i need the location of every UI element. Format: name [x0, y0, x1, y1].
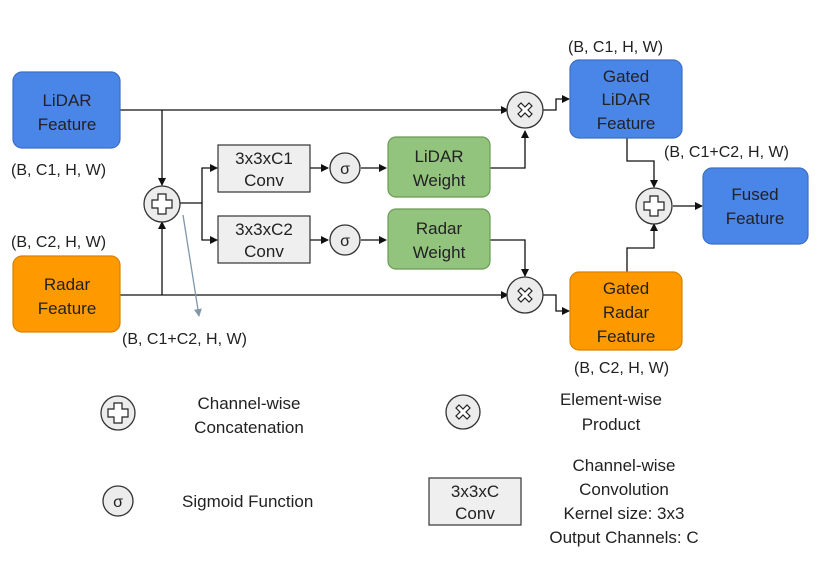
legend-product-label-1: Element-wise: [560, 390, 662, 409]
svg-text:Conv: Conv: [244, 171, 284, 190]
svg-text:Weight: Weight: [413, 171, 466, 190]
svg-text:Feature: Feature: [597, 327, 656, 346]
fused-feature-box: Fused Feature: [702, 167, 809, 245]
svg-text:LiDAR: LiDAR: [414, 147, 463, 166]
legend: Channel-wise Concatenation Element-wise …: [100, 390, 699, 547]
svg-text:Conv: Conv: [244, 242, 284, 261]
product-op-lidar: [506, 91, 544, 129]
concat-op-input: [143, 185, 181, 223]
concat-op-output: [635, 187, 673, 225]
svg-text:Weight: Weight: [413, 243, 466, 262]
legend-product-label-2: Product: [582, 415, 641, 434]
legend-concat-label-2: Concatenation: [194, 418, 304, 437]
legend-conv-box: 3x3xC Conv: [428, 477, 522, 526]
svg-text:Conv: Conv: [455, 504, 495, 523]
svg-text:σ: σ: [340, 161, 350, 178]
svg-text:3x3xC2: 3x3xC2: [235, 220, 293, 239]
radar-weight-box: Radar Weight: [387, 208, 491, 270]
shape-label-radar: (B, C2, H, W): [11, 234, 106, 251]
svg-text:Radar: Radar: [416, 219, 463, 238]
svg-text:LiDAR: LiDAR: [42, 91, 91, 110]
svg-text:Gated: Gated: [603, 67, 649, 86]
svg-text:3x3xC1: 3x3xC1: [235, 149, 293, 168]
wires: [120, 95, 703, 317]
product-op-radar: [506, 276, 544, 314]
gated-radar-box: Gated Radar Feature: [569, 271, 683, 351]
svg-text:σ: σ: [340, 233, 350, 250]
svg-text:Feature: Feature: [597, 114, 656, 133]
conv-c2-box: 3x3xC2 Conv: [217, 215, 311, 264]
legend-conv-desc-3: Kernel size: 3x3: [564, 504, 685, 523]
legend-sigmoid-icon: σ: [102, 485, 134, 517]
shape-label-fused: (B, C1+C2, H, W): [664, 144, 789, 161]
shape-label-lidar: (B, C1, H, W): [11, 162, 106, 179]
sigmoid-op-1: σ: [329, 152, 361, 184]
legend-conv-desc-1: Channel-wise: [573, 456, 676, 475]
svg-text:Fused: Fused: [731, 185, 778, 204]
svg-text:Radar: Radar: [44, 275, 91, 294]
legend-concat-icon: [100, 395, 136, 431]
radar-feature-box: Radar Feature: [12, 255, 121, 333]
svg-text:3x3xC: 3x3xC: [451, 482, 499, 501]
legend-conv-desc-2: Convolution: [579, 480, 669, 499]
svg-text:Feature: Feature: [726, 209, 785, 228]
legend-product-icon: [445, 394, 481, 430]
svg-text:Feature: Feature: [38, 299, 97, 318]
gated-lidar-box: Gated LiDAR Feature: [569, 59, 683, 139]
shape-label-gated-lidar: (B, C1, H, W): [568, 39, 663, 56]
lidar-feature-box: LiDAR Feature: [12, 71, 121, 149]
legend-concat-label-1: Channel-wise: [198, 394, 301, 413]
conv-c1-box: 3x3xC1 Conv: [217, 144, 311, 193]
legend-conv-desc-4: Output Channels: C: [549, 528, 698, 547]
sigmoid-op-2: σ: [329, 224, 361, 256]
svg-text:Gated: Gated: [603, 279, 649, 298]
legend-sigmoid-label: Sigmoid Function: [182, 492, 313, 511]
svg-text:σ: σ: [113, 494, 123, 511]
svg-text:Feature: Feature: [38, 115, 97, 134]
shape-label-gated-radar: (B, C2, H, W): [574, 360, 669, 377]
shape-label-concat: (B, C1+C2, H, W): [122, 331, 247, 348]
svg-text:LiDAR: LiDAR: [601, 90, 650, 109]
lidar-weight-box: LiDAR Weight: [387, 136, 491, 198]
svg-text:Radar: Radar: [603, 303, 650, 322]
